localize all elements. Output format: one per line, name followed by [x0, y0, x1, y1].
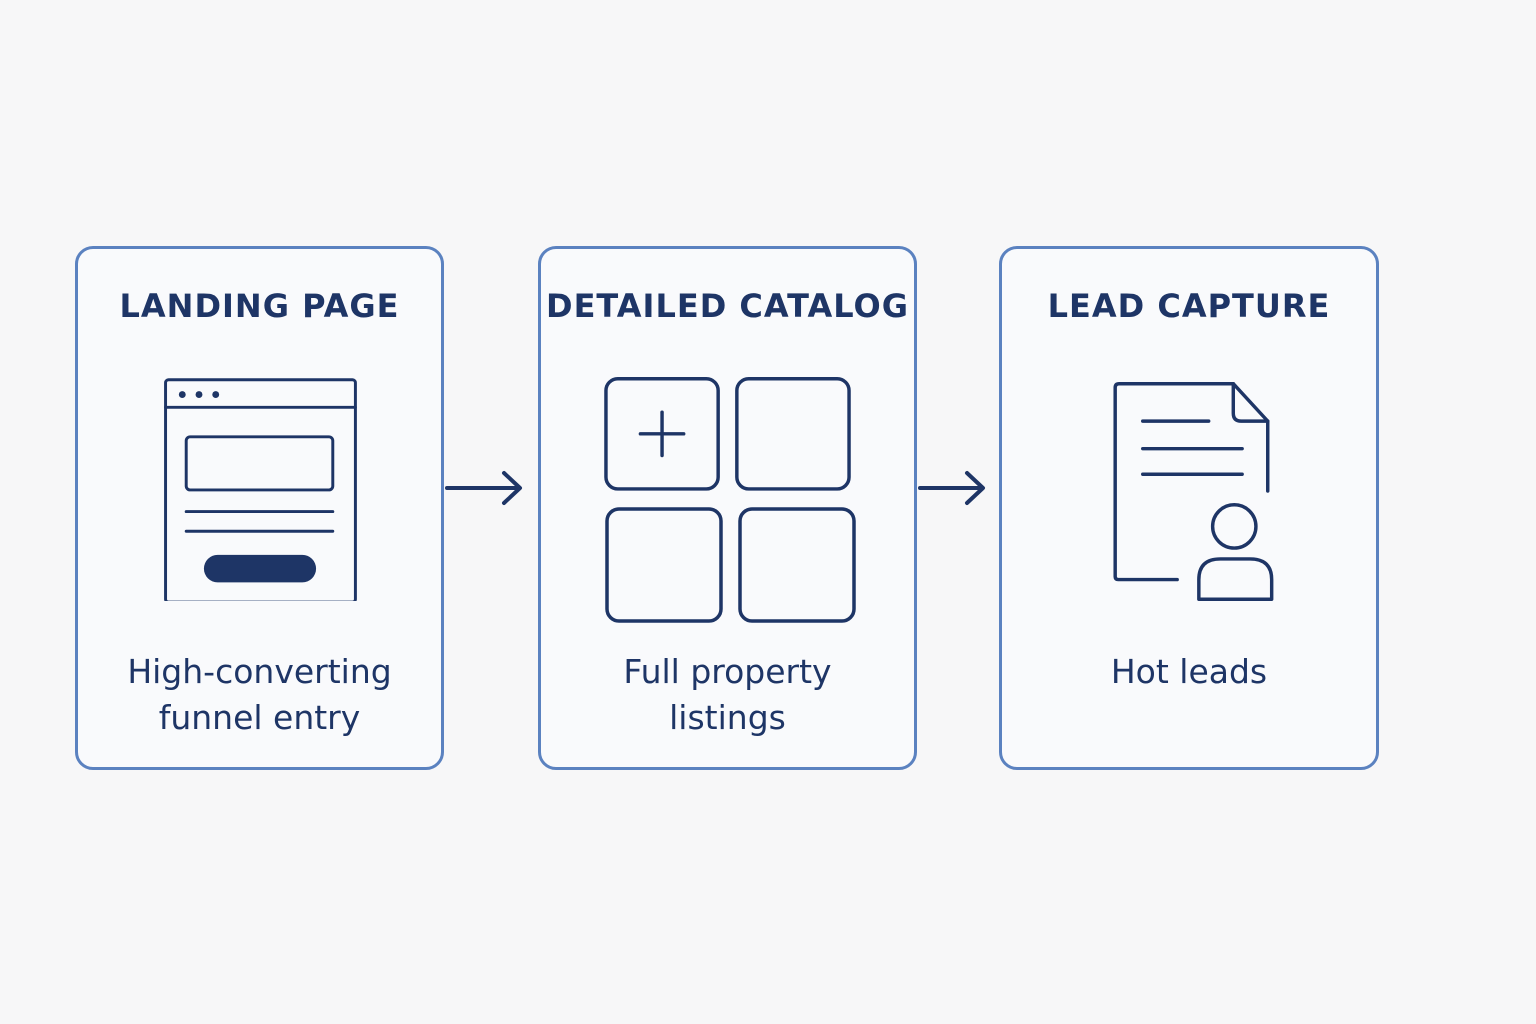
step-description-line: Full property	[623, 652, 832, 691]
step-description: High-converting funnel entry	[78, 649, 441, 741]
catalog-grid-lower-icon	[605, 507, 856, 623]
document-user-icon	[1113, 381, 1274, 601]
step-title: LEAD CAPTURE	[1047, 287, 1331, 325]
arrow-right-icon	[918, 471, 985, 505]
step-card-landing-page: LANDING PAGE High-converting funnel entr…	[75, 246, 444, 770]
step-description-line: High-converting	[127, 652, 392, 691]
step-description-line: Hot leads	[1110, 652, 1268, 691]
step-description: Hot leads	[1002, 649, 1376, 695]
step-title: DETAILED CATALOG	[546, 287, 909, 325]
arrow-right-icon	[445, 471, 522, 505]
browser-window-icon	[164, 378, 357, 601]
step-card-lead-capture: LEAD CAPTURE Hot leads	[999, 246, 1379, 770]
step-description-line: listings	[669, 698, 786, 737]
step-description-line: funnel entry	[158, 698, 361, 737]
step-description: Full property listings	[541, 649, 914, 741]
step-title: LANDING PAGE	[119, 287, 400, 325]
step-card-detailed-catalog: DETAILED CATALOG Full property listings	[538, 246, 917, 770]
catalog-grid-icon	[604, 377, 851, 491]
